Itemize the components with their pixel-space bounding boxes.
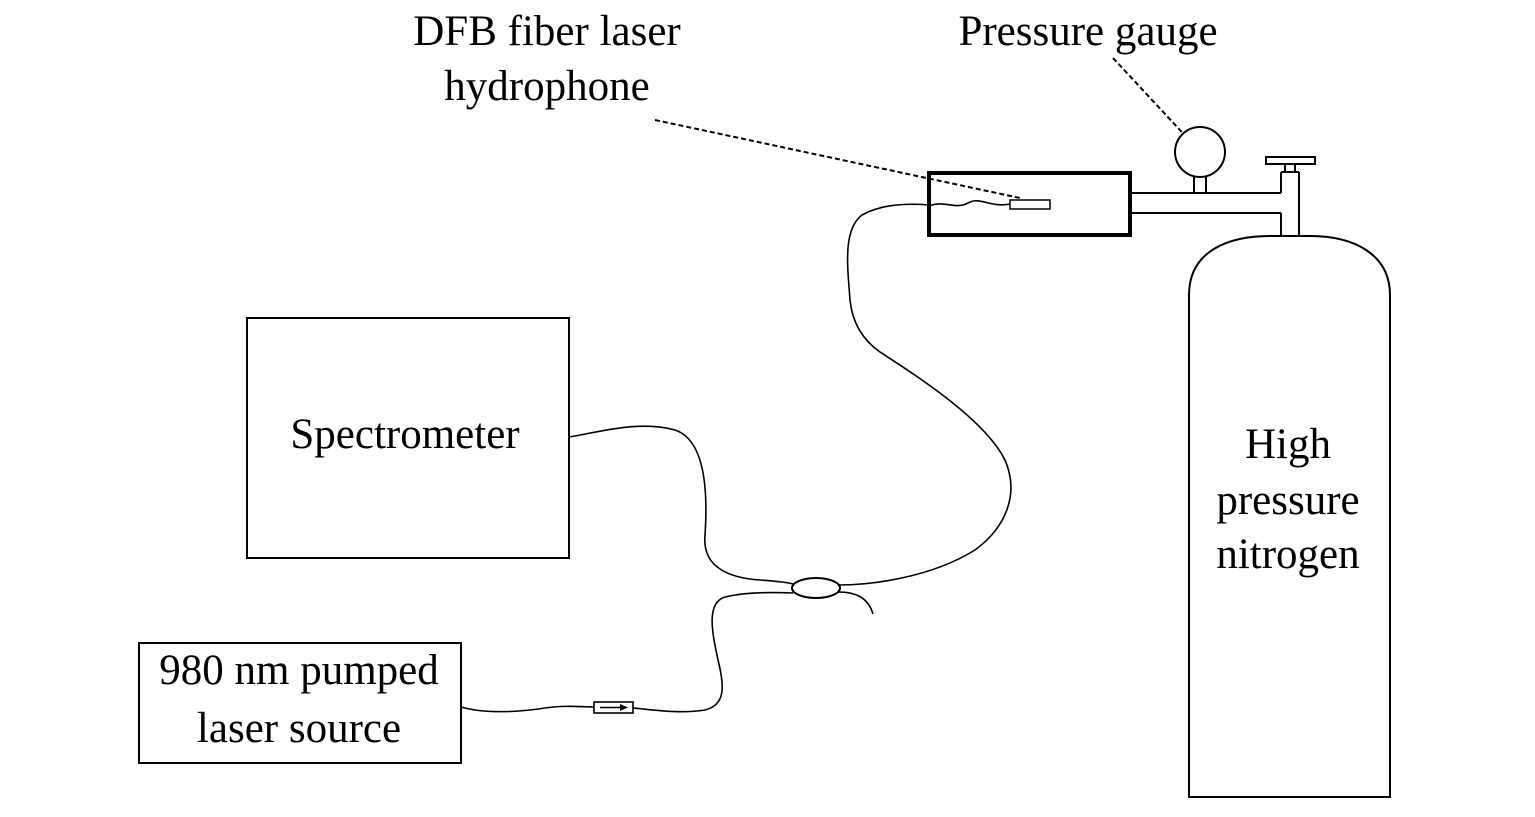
gas-pipe (1130, 171, 1300, 237)
isolator-icon (593, 701, 634, 714)
fiber-spectrometer-to-coupler (568, 425, 794, 585)
pump-label-line1: 980 nm pumped (159, 647, 438, 694)
dfb-hydrophone-label-line1: DFB fiber laser (413, 8, 681, 55)
dfb-leader-line (654, 119, 1021, 199)
spectrometer-label: Spectrometer (290, 411, 519, 458)
fiber-pump-to-isolator (460, 705, 595, 713)
fiber-chamber-to-coupler (837, 203, 1012, 586)
fiber-coupler-free-end (837, 591, 874, 615)
dfb-hydrophone-label-line2: hydrophone (444, 63, 649, 110)
nitrogen-label-line2: pressure (1216, 477, 1359, 524)
nitrogen-cylinder (1188, 235, 1391, 798)
fiber-inside-chamber (928, 199, 1011, 207)
pressure-chamber (927, 171, 1132, 237)
pressure-gauge (1174, 126, 1226, 193)
fiber-coupler (791, 577, 841, 599)
dfb-hydrophone-element (1009, 199, 1051, 210)
valve-handle (1265, 156, 1316, 172)
nitrogen-label-line3: nitrogen (1216, 531, 1359, 578)
nitrogen-label-line1: High (1245, 421, 1331, 468)
fiber-coupler-to-isolator (632, 591, 794, 713)
pressure-gauge-label: Pressure gauge (958, 8, 1217, 55)
pump-label-line2: laser source (197, 705, 401, 752)
gauge-leader-line (1112, 57, 1193, 144)
spectrometer-box (246, 317, 570, 559)
pump-laser-source-box (138, 642, 462, 764)
